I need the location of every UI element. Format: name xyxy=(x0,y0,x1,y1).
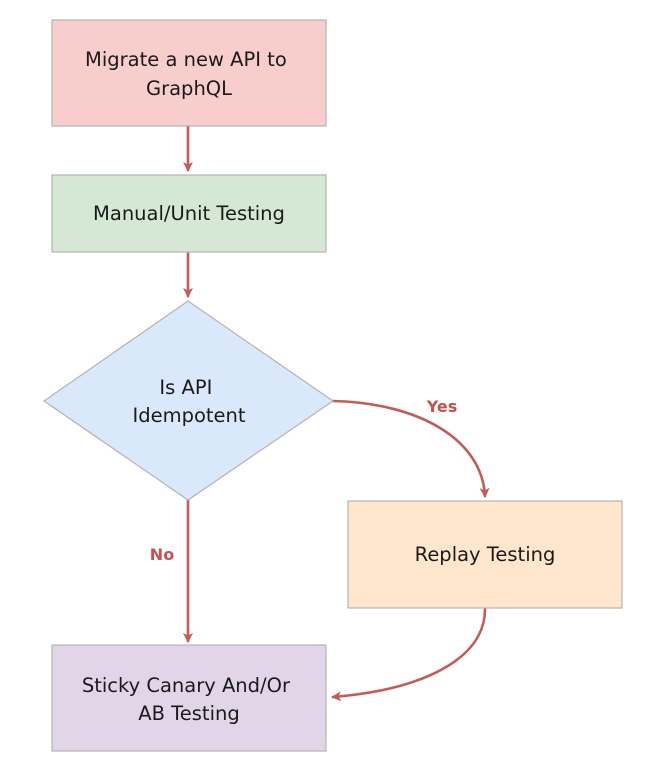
node-manual: Manual/Unit Testing xyxy=(51,174,327,253)
node-manual-line-1: Manual/Unit Testing xyxy=(93,202,285,225)
node-migrate-line-2: GraphQL xyxy=(146,77,232,100)
node-canary-box xyxy=(51,644,327,752)
edge-decision-yes-to-replay xyxy=(331,399,490,498)
node-decision: Is API Idempotent xyxy=(42,300,335,501)
node-canary-line-1: Sticky Canary And/Or xyxy=(82,674,291,697)
node-manual-label: Manual/Unit Testing xyxy=(93,202,285,225)
node-migrate-box xyxy=(51,19,327,127)
edges xyxy=(183,124,490,702)
node-replay-box xyxy=(347,500,623,609)
node-decision-diamond xyxy=(42,300,335,501)
node-decision-line-1: Is API xyxy=(159,376,212,399)
node-decision-line-2: Idempotent xyxy=(132,404,245,427)
node-replay: Replay Testing xyxy=(347,500,623,609)
node-replay-label: Replay Testing xyxy=(415,543,556,566)
edge-label-no: No xyxy=(150,545,174,564)
node-canary: Sticky Canary And/Or AB Testing xyxy=(51,644,327,752)
node-canary-line-2: AB Testing xyxy=(138,702,239,725)
node-migrate: Migrate a new API to GraphQL xyxy=(51,19,327,127)
node-migrate-label: Migrate a new API to GraphQL xyxy=(85,48,293,100)
edge-replay-to-canary xyxy=(331,606,487,702)
node-manual-box xyxy=(51,174,327,253)
node-migrate-line-1: Migrate a new API to xyxy=(85,48,287,71)
edge-label-yes: Yes xyxy=(426,397,458,416)
node-canary-label: Sticky Canary And/Or AB Testing xyxy=(82,674,296,725)
node-replay-line-1: Replay Testing xyxy=(415,543,556,566)
node-decision-label: Is API Idempotent xyxy=(132,376,245,427)
